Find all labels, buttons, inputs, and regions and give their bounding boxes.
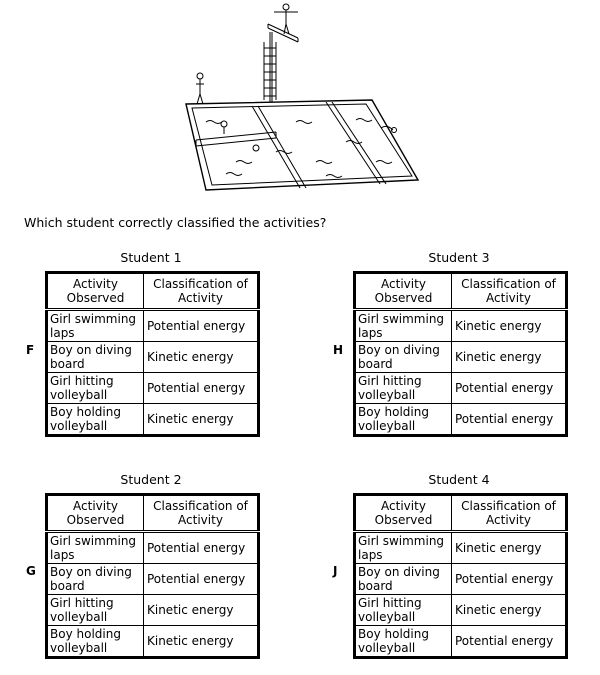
activity-cell: Boy holding volleyball bbox=[354, 625, 452, 658]
question-text: Which student correctly classified the a… bbox=[24, 215, 327, 230]
activity-cell: Boy holding volleyball bbox=[354, 403, 452, 436]
activity-cell: Girl swimming laps bbox=[46, 531, 144, 564]
classification-cell: Potential energy bbox=[143, 563, 259, 595]
classification-cell: Kinetic energy bbox=[451, 531, 567, 564]
header-activity: Activity Observed bbox=[354, 272, 452, 311]
activity-cell: Boy on diving board bbox=[46, 341, 144, 373]
classification-cell: Potential energy bbox=[451, 563, 567, 595]
choice-letter-g[interactable]: G bbox=[26, 564, 36, 578]
activity-cell: Boy on diving board bbox=[354, 341, 452, 373]
classification-cell: Kinetic energy bbox=[143, 594, 259, 626]
header-classification: Classification of Activity bbox=[143, 272, 259, 311]
classification-cell: Kinetic energy bbox=[451, 594, 567, 626]
pool-illustration bbox=[185, 3, 420, 191]
student-title: Student 1 bbox=[120, 250, 182, 265]
activity-cell: Boy holding volleyball bbox=[46, 403, 144, 436]
classification-cell: Potential energy bbox=[451, 372, 567, 404]
activity-cell: Girl hitting volleyball bbox=[46, 372, 144, 404]
classification-cell: Kinetic energy bbox=[143, 341, 259, 373]
student-title: Student 2 bbox=[120, 472, 182, 487]
classification-cell: Kinetic energy bbox=[451, 309, 567, 342]
header-classification: Classification of Activity bbox=[451, 494, 567, 533]
header-activity: Activity Observed bbox=[46, 272, 144, 311]
header-activity: Activity Observed bbox=[354, 494, 452, 533]
activity-cell: Girl swimming laps bbox=[354, 531, 452, 564]
header-classification: Classification of Activity bbox=[143, 494, 259, 533]
classification-cell: Kinetic energy bbox=[143, 403, 259, 436]
classification-cell: Potential energy bbox=[143, 309, 259, 342]
header-activity: Activity Observed bbox=[46, 494, 144, 533]
classification-cell: Potential energy bbox=[143, 531, 259, 564]
choice-letter-f[interactable]: F bbox=[26, 343, 35, 357]
student-title: Student 3 bbox=[428, 250, 490, 265]
classification-cell: Potential energy bbox=[451, 625, 567, 658]
classification-cell: Kinetic energy bbox=[143, 625, 259, 658]
activity-cell: Girl hitting volleyball bbox=[354, 594, 452, 626]
activity-cell: Boy on diving board bbox=[354, 563, 452, 595]
header-classification: Classification of Activity bbox=[451, 272, 567, 311]
choice-letter-h[interactable]: H bbox=[333, 343, 344, 357]
activity-cell: Girl hitting volleyball bbox=[354, 372, 452, 404]
activity-cell: Boy holding volleyball bbox=[46, 625, 144, 658]
classification-cell: Kinetic energy bbox=[451, 341, 567, 373]
classification-cell: Potential energy bbox=[143, 372, 259, 404]
classification-cell: Potential energy bbox=[451, 403, 567, 436]
activity-cell: Girl swimming laps bbox=[46, 309, 144, 342]
choice-letter-j[interactable]: J bbox=[333, 564, 338, 578]
activity-cell: Boy on diving board bbox=[46, 563, 144, 595]
student-title: Student 4 bbox=[428, 472, 490, 487]
activity-cell: Girl hitting volleyball bbox=[46, 594, 144, 626]
activity-cell: Girl swimming laps bbox=[354, 309, 452, 342]
